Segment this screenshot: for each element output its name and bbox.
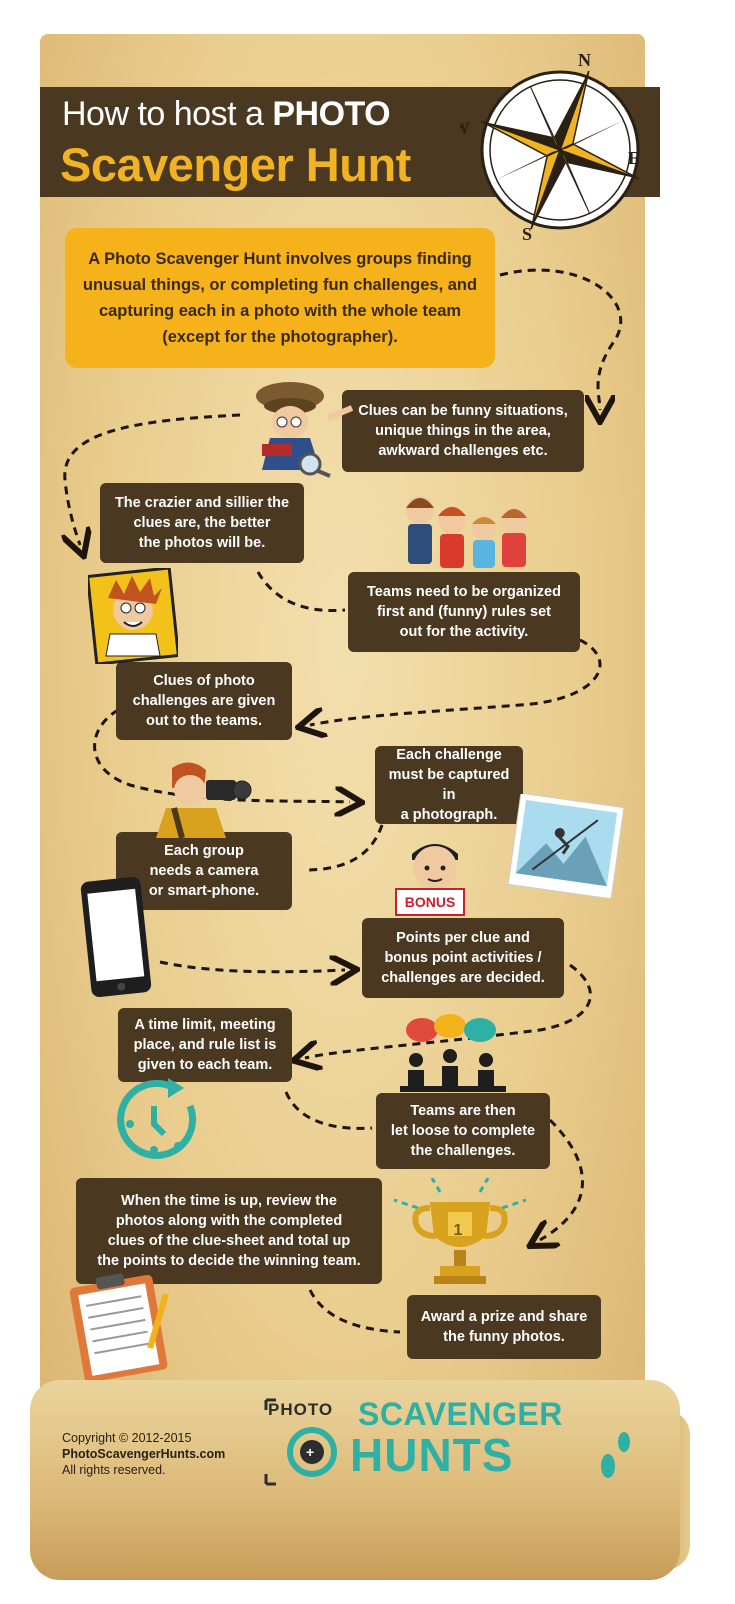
compass-n: N <box>578 52 591 70</box>
stopwatch-icon <box>117 1078 197 1159</box>
smartphone-icon <box>80 876 152 998</box>
bonus-person-icon <box>412 844 458 890</box>
step-box-crazier-clues: The crazier and sillier the clues are, t… <box>100 483 304 563</box>
step-box-clues-funny: Clues can be funny situations, unique th… <box>342 390 584 472</box>
step-box-each-challenge: Each challenge must be captured in a pho… <box>375 746 523 824</box>
compass-s: S <box>522 224 532 242</box>
svg-text:+: + <box>306 1444 314 1460</box>
step-box-camera: Each group needs a camera or smart-phone… <box>116 832 292 910</box>
copyright-text: Copyright © 2012-2015 <box>62 1431 192 1445</box>
bonus-badge: BONUS <box>395 888 465 916</box>
compass-w: W <box>460 118 470 138</box>
step-box-teams-loose: Teams are then let loose to complete the… <box>376 1093 550 1169</box>
compass-icon: N S E W <box>460 52 640 242</box>
copyright-block: Copyright © 2012-2015 PhotoScavengerHunt… <box>62 1430 225 1478</box>
step-box-teams-organized: Teams need to be organized first and (fu… <box>348 572 580 652</box>
team-discussion-icon <box>400 1014 506 1092</box>
kids-group-icon <box>406 496 527 568</box>
trophy-icon <box>393 1178 527 1284</box>
scroll-roll-bottom <box>30 1380 680 1580</box>
copyright-rights: All rights reserved. <box>62 1463 166 1477</box>
intro-box: A Photo Scavenger Hunt involves groups f… <box>65 228 495 368</box>
trophy-number: 1 <box>453 1222 463 1239</box>
logo-photo-text: PHOTO <box>268 1400 334 1419</box>
step-box-clues-given: Clues of photo challenges are given out … <box>116 662 292 740</box>
step-box-time-limit: A time limit, meeting place, and rule li… <box>118 1008 292 1082</box>
copyright-site: PhotoScavengerHunts.com <box>62 1447 226 1461</box>
title-line-2: Scavenger Hunt <box>60 138 411 191</box>
step-box-award: Award a prize and share the funny photos… <box>407 1295 601 1359</box>
logo-camera-icon: + <box>264 1398 337 1486</box>
crazy-face-icon <box>88 568 178 664</box>
photographer-icon <box>156 762 252 838</box>
title-line-1: How to host a PHOTO <box>62 95 391 133</box>
clipboard-icon <box>69 1273 169 1380</box>
logo-scavenger-text: SCAVENGER <box>358 1396 563 1432</box>
pole-vault-photo-icon <box>507 794 625 898</box>
footprints-icon <box>601 1432 630 1478</box>
step-box-time-up: When the time is up, review the photos a… <box>76 1178 382 1284</box>
detective-icon <box>256 382 354 478</box>
compass-e: E <box>628 148 640 168</box>
logo-hunts-text: HUNTS <box>350 1429 514 1481</box>
step-box-points: Points per clue and bonus point activiti… <box>362 918 564 998</box>
